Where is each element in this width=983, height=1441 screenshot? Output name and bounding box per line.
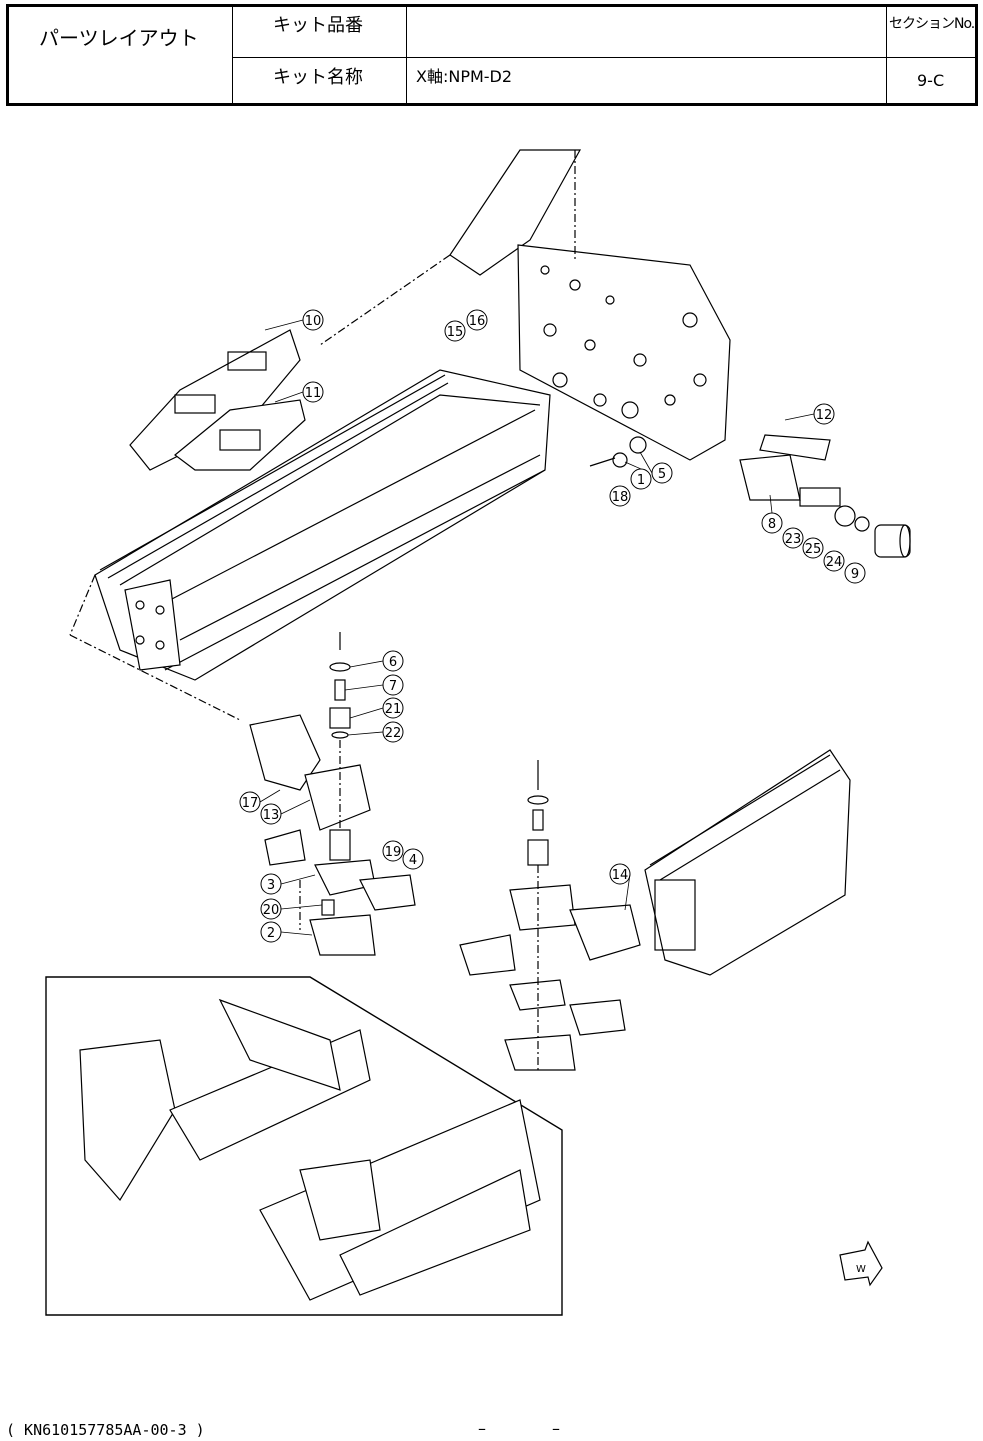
svg-text:10: 10	[305, 314, 322, 329]
page-dash-right: –	[552, 1419, 560, 1438]
svg-text:18: 18	[612, 490, 629, 505]
kit-name-label: キット名称	[273, 63, 363, 89]
callout-15: 15	[445, 321, 465, 341]
right-spring-stack	[460, 760, 640, 1070]
svg-text:4: 4	[409, 853, 417, 868]
roller-9	[875, 525, 910, 557]
callout-10: 10	[303, 310, 323, 330]
svg-text:7: 7	[389, 679, 397, 694]
section-label: セクションNo.	[889, 13, 974, 33]
callout-2: 2	[261, 922, 281, 942]
callout-25: 25	[803, 538, 823, 558]
callout-14: 14	[610, 864, 630, 884]
callout-6: 6	[383, 651, 403, 671]
callout-17: 17	[240, 792, 260, 812]
assembly-inset	[46, 977, 562, 1315]
svg-text:13: 13	[263, 808, 280, 823]
svg-text:20: 20	[263, 903, 280, 918]
svg-text:16: 16	[469, 314, 486, 329]
second-beam	[645, 750, 850, 975]
side-plate-16	[518, 245, 730, 460]
callout-23: 23	[783, 528, 803, 548]
svg-text:17: 17	[242, 796, 259, 811]
kit-name-value: X軸:NPM-D2	[416, 63, 512, 87]
callout-16: 16	[467, 310, 487, 330]
callout-18: 18	[610, 486, 630, 506]
exploded-parts-drawing: 10 11 15 16 12 5 1 18 8 23 25 24 9 6 7 2…	[0, 110, 983, 1400]
svg-text:21: 21	[385, 702, 402, 717]
svg-text:12: 12	[816, 408, 833, 423]
svg-text:3: 3	[267, 878, 275, 893]
callout-7: 7	[383, 675, 403, 695]
washer-24	[855, 517, 869, 531]
svg-text:14: 14	[612, 868, 629, 883]
callout-19: 19	[383, 841, 403, 861]
callout-8: 8	[762, 513, 782, 533]
callout-5: 5	[652, 463, 672, 483]
svg-text:11: 11	[305, 386, 322, 401]
svg-text:6: 6	[389, 655, 397, 670]
svg-text:8: 8	[768, 517, 776, 532]
callout-9: 9	[845, 563, 865, 583]
svg-text:25: 25	[805, 542, 822, 557]
page-dash-left: –	[478, 1419, 486, 1438]
svg-text:19: 19	[385, 845, 402, 860]
callout-20: 20	[261, 899, 281, 919]
callout-12: 12	[814, 404, 834, 424]
svg-text:15: 15	[447, 325, 464, 340]
svg-text:23: 23	[785, 532, 802, 547]
svg-text:1: 1	[637, 473, 645, 488]
callout-21: 21	[383, 698, 403, 718]
section-value: 9-C	[917, 71, 944, 90]
callout-22: 22	[383, 722, 403, 742]
block-8	[740, 455, 800, 500]
callout-13: 13	[261, 804, 281, 824]
sheet-title: パーツレイアウト	[39, 22, 199, 51]
arrow-label: W	[856, 1264, 866, 1275]
title-block: パーツレイアウト キット品番 キット名称 X軸:NPM-D2 セクションNo. …	[6, 4, 978, 106]
callout-11: 11	[303, 382, 323, 402]
shaft-23	[800, 488, 840, 506]
document-code: ( KN610157785AA-00-3 )	[6, 1421, 205, 1439]
svg-text:22: 22	[385, 726, 402, 741]
callout-24: 24	[824, 551, 844, 571]
callout-3: 3	[261, 874, 281, 894]
svg-text:2: 2	[267, 926, 275, 941]
callout-1: 1	[631, 469, 651, 489]
nut-25	[835, 506, 855, 526]
kit-number-label: キット品番	[273, 11, 363, 37]
svg-text:9: 9	[851, 567, 859, 582]
svg-text:24: 24	[826, 555, 843, 570]
callout-4: 4	[403, 849, 423, 869]
bracket-12	[760, 435, 830, 460]
svg-text:5: 5	[658, 467, 666, 482]
